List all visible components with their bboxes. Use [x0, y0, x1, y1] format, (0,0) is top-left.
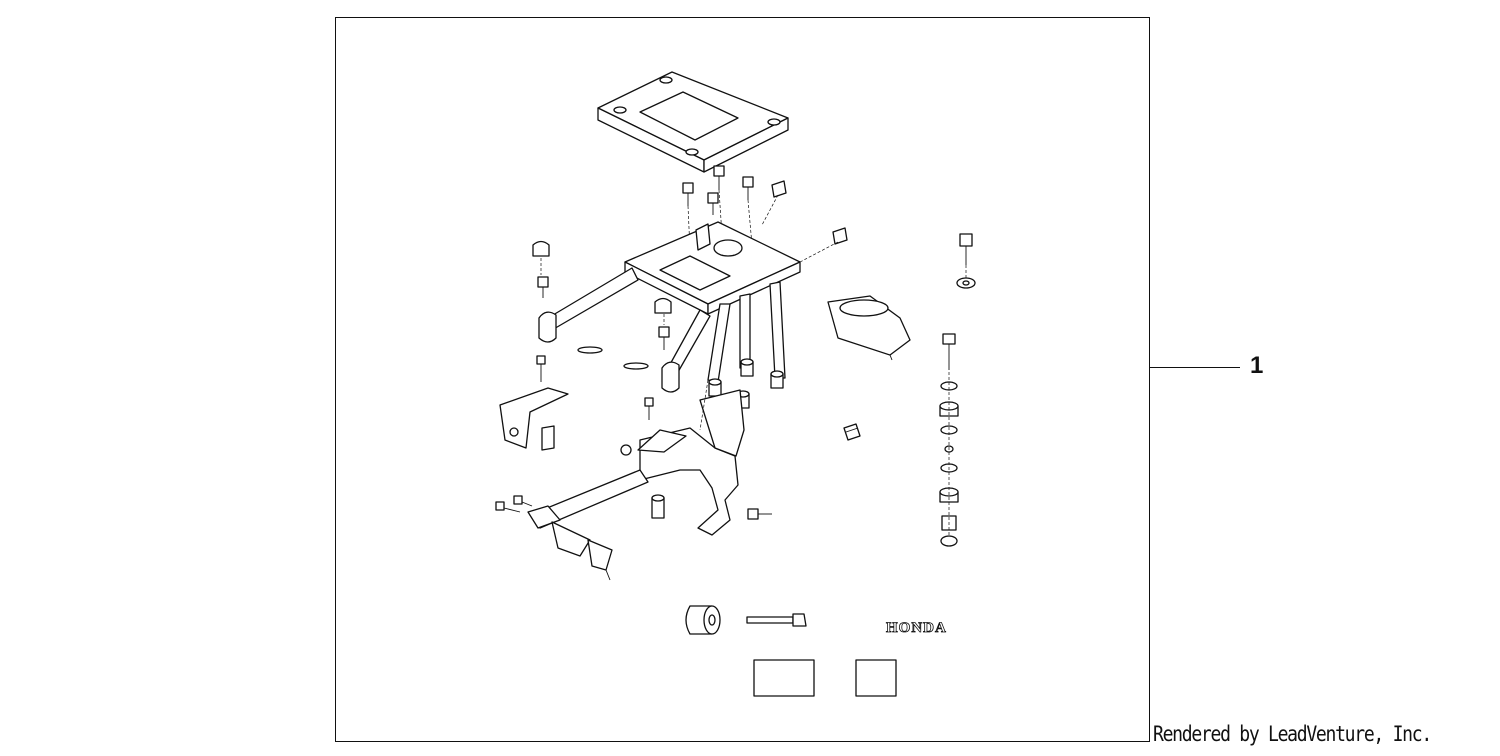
credit-text: Rendered by LeadVenture, Inc.	[1153, 722, 1432, 746]
right-bolt-top[interactable]	[956, 233, 976, 289]
label-rect-small[interactable]	[855, 659, 897, 697]
carrier-frame[interactable]	[538, 221, 801, 393]
diagram-frame	[335, 17, 1150, 742]
left-fasteners[interactable]	[532, 240, 672, 421]
spring[interactable]	[843, 423, 861, 441]
lower-links[interactable]	[495, 495, 772, 581]
honda-logo: HONDA	[886, 620, 947, 636]
callout-line	[1150, 367, 1240, 368]
carrier-bolts[interactable]	[682, 165, 848, 263]
lower-bracket[interactable]	[529, 379, 745, 536]
right-bolt-stack[interactable]	[939, 333, 959, 547]
mounting-plate[interactable]	[597, 71, 789, 173]
callout-number[interactable]: 1	[1250, 352, 1264, 379]
rubber-grommet[interactable]	[827, 295, 911, 361]
cylinder-spacer[interactable]	[685, 605, 807, 635]
left-bracket[interactable]	[499, 387, 569, 451]
label-rect-large[interactable]	[753, 659, 815, 697]
